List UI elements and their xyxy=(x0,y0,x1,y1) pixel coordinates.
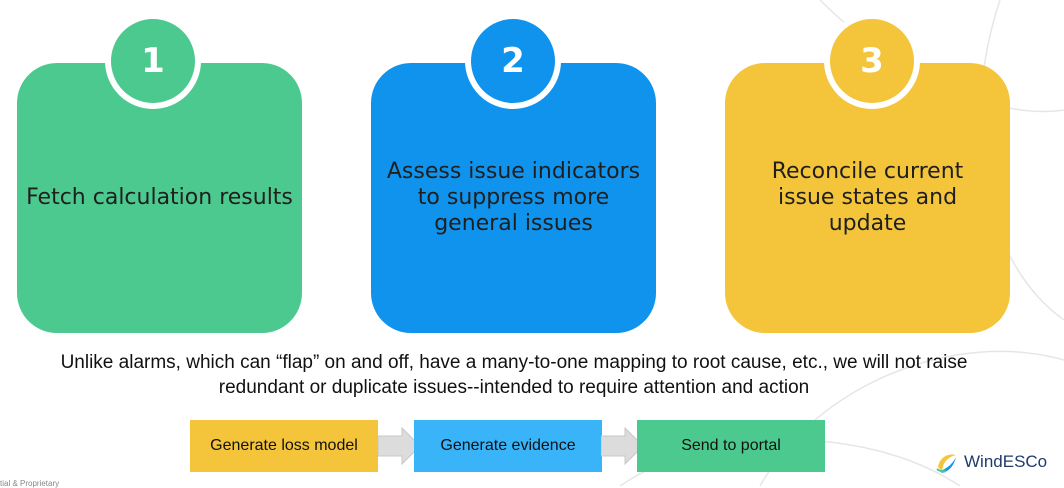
flow-box-portal-label: Send to portal xyxy=(681,437,781,454)
caption-line-1: Unlike alarms, which can “flap” on and o… xyxy=(60,352,968,373)
confidential-footer: tial & Proprietary xyxy=(0,479,60,488)
flow-box-evidence: Generate evidence xyxy=(414,420,602,472)
flow-box-evidence-label: Generate evidence xyxy=(440,437,576,454)
step-badge-2: 2 xyxy=(465,13,561,109)
step-number-3: 3 xyxy=(860,41,884,81)
company-logo: WindESCo xyxy=(934,449,1047,475)
step-number-1: 1 xyxy=(141,41,165,81)
step-card-2-text: Assess issue indicators to suppress more… xyxy=(386,159,641,236)
flow-arrow-1 xyxy=(378,426,420,466)
caption-line-2: redundant or duplicate issues--intended … xyxy=(218,377,810,398)
flow-arrow-2 xyxy=(601,426,643,466)
logo-text: WindESCo xyxy=(964,452,1048,471)
flow-box-loss-model-label: Generate loss model xyxy=(210,437,358,454)
step-card-1-text: Fetch calculation results xyxy=(26,185,293,210)
caption-text: Unlike alarms, which can “flap” on and o… xyxy=(0,350,1028,400)
flow-box-loss-model: Generate loss model xyxy=(190,420,378,472)
step-card-3-text: Reconcile current issue states and updat… xyxy=(771,159,964,236)
windesco-logo-icon xyxy=(936,454,956,473)
step-badge-3: 3 xyxy=(824,13,920,109)
step-number-2: 2 xyxy=(501,41,525,81)
flow-box-portal: Send to portal xyxy=(637,420,825,472)
step-badge-1: 1 xyxy=(105,13,201,109)
